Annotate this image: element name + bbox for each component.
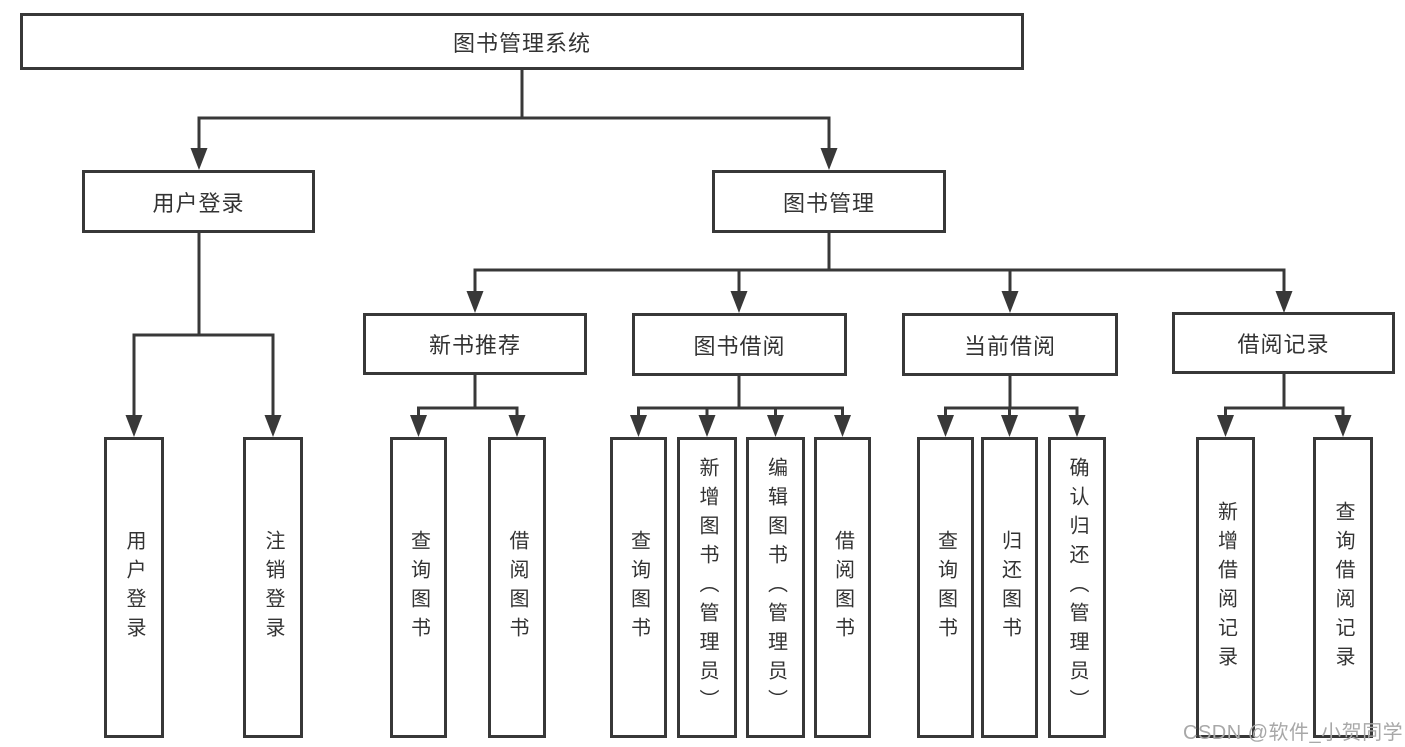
leaf-borrow-books-recommend-label: 借阅图书 (506, 529, 528, 646)
leaf-add-borrow-record: 新增借阅记录 (1196, 437, 1255, 738)
arrow-down-icon (410, 415, 427, 437)
node-book-borrow-label: 图书借阅 (693, 333, 786, 359)
leaf-confirm-return-admin-label: 确认归还（管理员） (1066, 457, 1088, 718)
node-user-login-label: 用户登录 (152, 190, 245, 216)
leaf-query-books-recommend-label: 查询图书 (407, 529, 430, 646)
node-borrow-records: 借阅记录 (1172, 312, 1395, 374)
arrow-down-icon (508, 415, 526, 437)
leaf-add-borrow-record-label: 新增借阅记录 (1214, 500, 1237, 675)
leaf-query-books-borrow-label: 查询图书 (627, 529, 650, 646)
leaf-borrow-books-recommend: 借阅图书 (488, 437, 546, 738)
arrow-down-icon (466, 291, 484, 313)
node-user-login: 用户登录 (82, 170, 315, 233)
leaf-confirm-return-admin: 确认归还（管理员） (1048, 437, 1106, 738)
node-book-management: 图书管理 (712, 170, 946, 233)
leaf-query-borrow-record-label: 查询借阅记录 (1332, 500, 1354, 675)
node-new-book-recommend-label: 新书推荐 (428, 333, 521, 358)
arrow-down-icon (1334, 415, 1352, 437)
leaf-return-book-label: 归还图书 (998, 529, 1021, 646)
leaf-logout: 注销登录 (243, 437, 303, 738)
leaf-edit-book-admin-label: 编辑图书（管理员） (764, 457, 787, 718)
node-borrow-records-label: 借阅记录 (1237, 332, 1330, 357)
leaf-user-login: 用户登录 (104, 437, 164, 738)
arrow-down-icon (767, 415, 784, 437)
connector-book-management-split (466, 231, 1293, 313)
arrow-down-icon (730, 291, 748, 313)
arrow-down-icon (698, 415, 716, 437)
leaf-query-borrow-record: 查询借阅记录 (1313, 437, 1373, 738)
node-book-management-label: 图书管理 (782, 190, 875, 216)
arrow-down-icon (190, 148, 208, 170)
arrow-down-icon (630, 415, 647, 437)
leaf-return-book: 归还图书 (981, 437, 1038, 738)
arrow-down-icon (1217, 415, 1234, 437)
connector-root-to-level2 (190, 68, 838, 170)
node-book-system-label: 图书管理系统 (452, 30, 591, 56)
leaf-query-books-recommend: 查询图书 (390, 437, 447, 738)
connector-recommend-split (410, 373, 526, 437)
watermark: CSDN @软件_小贺同学 (1183, 722, 1404, 744)
leaf-query-books-current: 查询图书 (917, 437, 974, 738)
connector-user-login-split (125, 231, 282, 437)
arrow-down-icon (125, 415, 143, 437)
arrow-down-icon (1068, 415, 1086, 437)
arrow-down-icon (834, 415, 851, 437)
leaf-query-books-borrow: 查询图书 (610, 437, 667, 738)
leaf-borrow-books-label: 借阅图书 (831, 529, 854, 646)
node-current-borrow: 当前借阅 (902, 313, 1118, 376)
arrow-down-icon (1001, 291, 1019, 313)
connector-records-split (1217, 372, 1352, 437)
connector-borrow-split (630, 374, 851, 437)
leaf-add-book-admin-label: 新增图书（管理员） (696, 457, 718, 718)
leaf-edit-book-admin: 编辑图书（管理员） (746, 437, 805, 738)
leaf-user-login-label: 用户登录 (123, 529, 145, 646)
leaf-logout-label: 注销登录 (262, 529, 284, 646)
arrow-down-icon (937, 415, 954, 437)
node-current-borrow-label: 当前借阅 (963, 333, 1056, 359)
arrow-down-icon (820, 148, 838, 170)
node-book-system: 图书管理系统 (20, 13, 1024, 70)
node-book-borrow: 图书借阅 (632, 313, 847, 376)
arrow-down-icon (264, 415, 282, 437)
arrow-down-icon (1275, 291, 1293, 313)
connector-current-split (937, 374, 1086, 437)
leaf-add-book-admin: 新增图书（管理员） (677, 437, 737, 738)
node-new-book-recommend: 新书推荐 (363, 313, 587, 375)
leaf-query-books-current-label: 查询图书 (934, 529, 957, 646)
arrow-down-icon (1001, 415, 1018, 437)
leaf-borrow-books: 借阅图书 (814, 437, 871, 738)
